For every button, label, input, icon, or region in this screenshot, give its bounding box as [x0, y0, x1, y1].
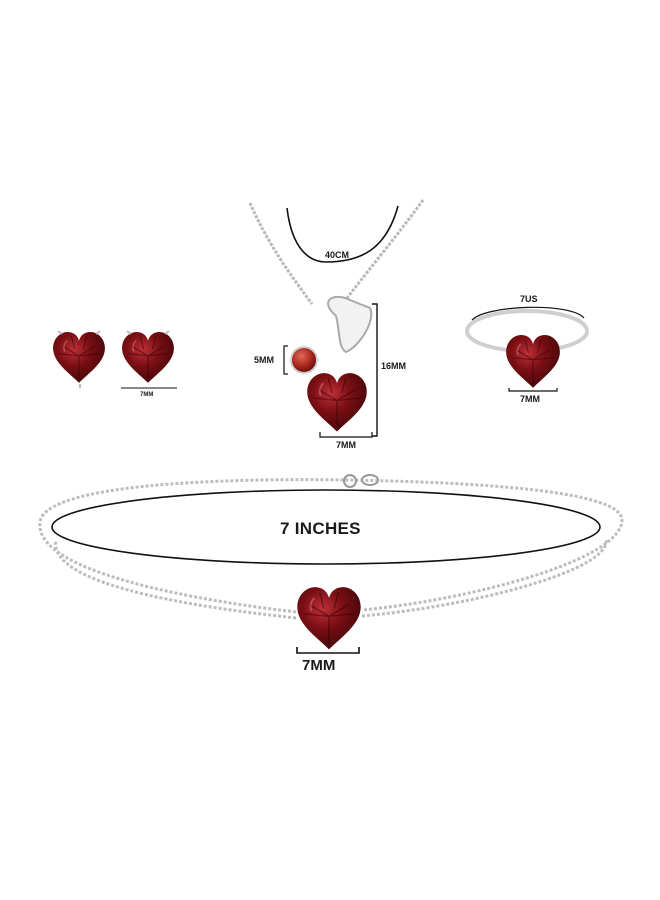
bracelet-dimension-line: [296, 647, 360, 654]
bracelet-length-label: 7 INCHES: [280, 519, 361, 538]
pendant-necklace: [248, 199, 425, 438]
necklace-length-arc: [286, 205, 399, 263]
accent-stone-label: 5MM: [254, 355, 274, 365]
accent-dimension: [283, 345, 288, 375]
pendant-height-dimension: [372, 303, 378, 437]
necklace-length-label: 40CM: [325, 250, 350, 260]
bracelet-length-ellipse: [51, 489, 601, 565]
stud-earrings: [52, 330, 177, 389]
earring-right: [121, 330, 175, 384]
necklace-chain-right: [342, 199, 425, 303]
pendant-width-dimension: [319, 432, 373, 438]
necklace-chain-left: [248, 202, 314, 305]
ring-size-label: 7US: [520, 294, 538, 304]
ring-heart-label: 7MM: [520, 394, 540, 404]
pendant-height-label: 16MM: [381, 361, 407, 371]
ring-heart: [505, 334, 561, 389]
pendant-heart: [306, 372, 368, 433]
bracelet: [38, 474, 624, 654]
pendant-heart-label: 7MM: [336, 440, 356, 450]
bracelet-chain-inner: [54, 539, 608, 620]
ring-dimension-line: [508, 388, 558, 392]
ring-size-arc: [471, 306, 585, 321]
earring-left: [52, 330, 106, 388]
earring-heart-label: 7MM: [140, 392, 154, 398]
bracelet-clasp: [343, 474, 379, 488]
ring: [465, 306, 589, 392]
bracelet-heart: [296, 586, 362, 651]
bracelet-heart-label: 7MM: [302, 657, 336, 674]
accent-stone: [290, 346, 318, 374]
bracelet-chain-outer: [38, 478, 624, 614]
pendant-bail: [327, 295, 373, 354]
